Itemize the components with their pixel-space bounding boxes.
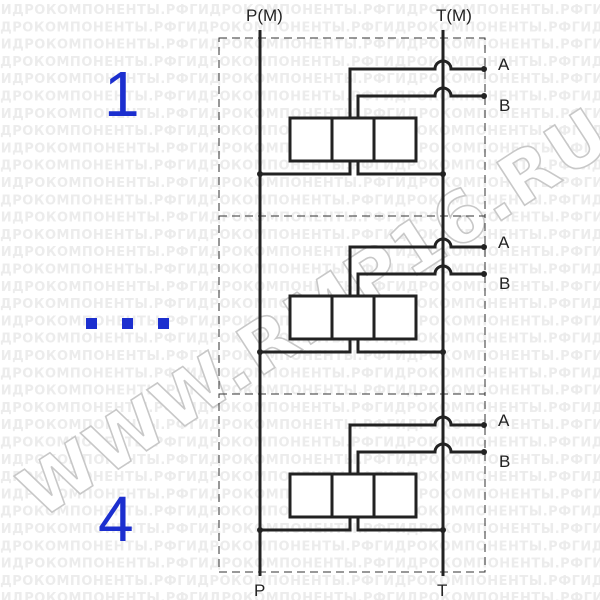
port-label-a: A — [498, 233, 510, 252]
port-a-dot — [481, 66, 487, 72]
junction-dot — [440, 527, 446, 533]
ellipsis-dot — [122, 318, 133, 329]
watermark-row: ГИДРОКОМПОНЕНТЫ.РФГИДРОКОМПОНЕНТЫ.РФГИДР… — [0, 280, 600, 295]
port-a-dot — [481, 422, 487, 428]
watermark-row: ГИДРОКОМПОНЕНТЫ.РФГИДРОКОМПОНЕНТЫ.РФГИДР… — [0, 38, 600, 53]
section-number-first: 1 — [104, 58, 140, 130]
port-label-p-m: P(M) — [246, 6, 283, 25]
valve-spool-right — [372, 294, 418, 341]
watermark-row: ГИДРОКОМПОНЕНТЫ.РФГИДРОКОМПОНЕНТЫ.РФГИДР… — [0, 453, 600, 468]
port-label-t: T — [437, 581, 447, 600]
watermark-row: ГИДРОКОМПОНЕНТЫ.РФГИДРОКОМПОНЕНТЫ.РФГИДР… — [0, 539, 600, 554]
watermark-row: ГИДРОКОМПОНЕНТЫ.РФГИДРОКОМПОНЕНТЫ.РФГИДР… — [0, 557, 600, 572]
ellipsis-dot — [86, 318, 97, 329]
line-a — [348, 237, 484, 296]
watermark-row: ГИДРОКОМПОНЕНТЫ.РФГИДРОКОМПОНЕНТЫ.РФГИДР… — [0, 159, 600, 174]
section-frame-3 — [218, 393, 486, 573]
valve-spool-left — [288, 294, 334, 341]
port-b-dot — [481, 449, 487, 455]
line-t-connection — [356, 339, 443, 354]
ellipsis-dot — [158, 318, 169, 329]
line-p-connection — [260, 517, 352, 532]
port-b-dot — [481, 93, 487, 99]
port-b-dot — [481, 271, 487, 277]
valve-spool-left — [288, 116, 334, 163]
port-label-a: A — [498, 55, 510, 74]
valve-spool-right — [372, 116, 418, 163]
watermark-row: ГИДРОКОМПОНЕНТЫ.РФГИДРОКОМПОНЕНТЫ.РФГИДР… — [0, 55, 600, 70]
watermark-row: ГИДРОКОМПОНЕНТЫ.РФГИДРОКОМПОНЕНТЫ.РФГИДР… — [0, 176, 600, 191]
valve-spool-center — [330, 116, 376, 163]
watermark-row: ГИДРОКОМПОНЕНТЫ.РФГИДРОКОМПОНЕНТЫ.РФГИДР… — [0, 401, 600, 416]
port-label-b: B — [499, 96, 510, 115]
port-label-b: B — [499, 452, 510, 471]
junction-dot — [257, 527, 263, 533]
junction-dot — [440, 171, 446, 177]
watermark-row: ГИДРОКОМПОНЕНТЫ.РФГИДРОКОМПОНЕНТЫ.РФГИДР… — [0, 3, 600, 18]
port-label-a: A — [498, 411, 510, 430]
valve-section-3: AB — [257, 411, 510, 533]
section-frames — [218, 37, 486, 573]
valve-section-1: AB — [257, 55, 510, 177]
watermark-row: ГИДРОКОМПОНЕНТЫ.РФГИДРОКОМПОНЕНТЫ.РФГИДР… — [0, 366, 600, 381]
valve-spool-left — [288, 472, 334, 519]
line-a — [348, 415, 484, 474]
ellipsis-dots — [86, 318, 169, 329]
watermark-row: ГИДРОКОМПОНЕНТЫ.РФГИДРОКОМПОНЕНТЫ.РФГИДР… — [0, 107, 600, 122]
port-label-b: B — [499, 274, 510, 293]
watermark-row: ГИДРОКОМПОНЕНТЫ.РФГИДРОКОМПОНЕНТЫ.РФГИДР… — [0, 72, 600, 87]
valve-spool-center — [330, 472, 376, 519]
junction-dot — [440, 349, 446, 355]
line-a — [348, 59, 484, 118]
port-label-p: P — [254, 581, 265, 600]
line-t-connection — [356, 517, 443, 532]
watermark-row: ГИДРОКОМПОНЕНТЫ.РФГИДРОКОМПОНЕНТЫ.РФГИДР… — [0, 349, 600, 364]
watermark-row: ГИДРОКОМПОНЕНТЫ.РФГИДРОКОМПОНЕНТЫ.РФГИДР… — [0, 20, 600, 35]
watermark-row: ГИДРОКОМПОНЕНТЫ.РФГИДРОКОМПОНЕНТЫ.РФГИДР… — [0, 591, 600, 600]
watermark-row: ГИДРОКОМПОНЕНТЫ.РФГИДРОКОМПОНЕНТЫ.РФГИДР… — [0, 574, 600, 589]
junction-dot — [257, 349, 263, 355]
line-t-connection — [356, 161, 443, 176]
watermark-row: ГИДРОКОМПОНЕНТЫ.РФГИДРОКОМПОНЕНТЫ.РФГИДР… — [0, 211, 600, 226]
junction-dot — [257, 171, 263, 177]
line-b — [356, 86, 484, 118]
line-b — [356, 442, 484, 474]
watermark-row: ГИДРОКОМПОНЕНТЫ.РФГИДРОКОМПОНЕНТЫ.РФГИДР… — [0, 228, 600, 243]
watermark-row: ГИДРОКОМПОНЕНТЫ.РФГИДРОКОМПОНЕНТЫ.РФГИДР… — [0, 245, 600, 260]
valve-section-2: AB — [257, 233, 510, 355]
port-label-t-m: T(M) — [436, 6, 472, 25]
watermark-row: ГИДРОКОМПОНЕНТЫ.РФГИДРОКОМПОНЕНТЫ.РФГИДР… — [0, 384, 600, 399]
section-number-last: 4 — [98, 483, 134, 555]
port-a-dot — [481, 244, 487, 250]
watermark-row: ГИДРОКОМПОНЕНТЫ.РФГИДРОКОМПОНЕНТЫ.РФГИДР… — [0, 193, 600, 208]
line-p-connection — [260, 339, 352, 354]
valve-spool-center — [330, 294, 376, 341]
line-b — [356, 264, 484, 296]
valve-spool-right — [372, 472, 418, 519]
line-p-connection — [260, 161, 352, 176]
